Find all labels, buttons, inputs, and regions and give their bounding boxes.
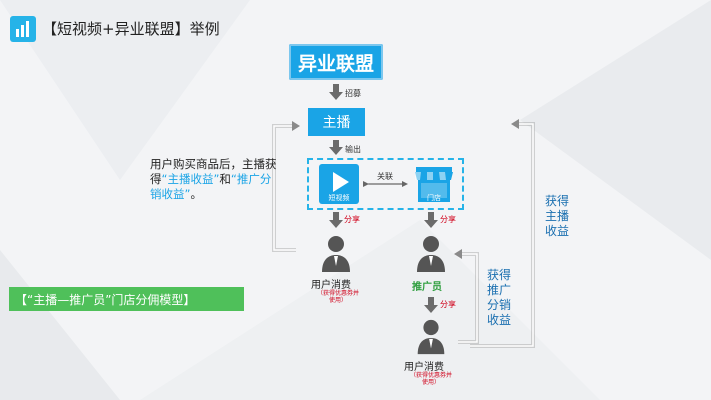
consumer-left-label: 用户消费 <box>311 280 351 291</box>
promoter-income-note: 获得推广分销收益 <box>487 268 512 327</box>
arrow-output <box>329 140 343 155</box>
promoter-icon <box>417 236 445 272</box>
anchor-income-note: 获得主播收益 <box>545 194 570 238</box>
short-video-node <box>319 164 359 204</box>
store-node <box>412 164 456 204</box>
coupon-note-left: （获得优惠券并使用） <box>316 290 359 304</box>
play-icon <box>333 172 349 192</box>
arrow-recruit <box>329 84 343 100</box>
distribution-income-highlight: “推广分销收益” <box>150 172 272 201</box>
user-icon <box>417 319 445 355</box>
page-title: 【短视频+异业联盟】举例 <box>42 20 220 38</box>
video-store-group <box>307 158 464 210</box>
linked-label: 关联 <box>377 172 393 181</box>
user-icon <box>322 236 350 272</box>
purchase-explanation: 用户购买商品后，主播获得“主播收益”和“推广分销收益”。 <box>150 157 280 202</box>
store-icon <box>415 167 453 202</box>
coupon-note-bottom: （获得优惠券并使用） <box>409 372 452 386</box>
share-label-left: 分享 <box>344 215 360 224</box>
model-label: 【“主播—推广员”门店分佣模型】 <box>9 287 244 311</box>
output-label: 输出 <box>345 145 361 154</box>
share-label-bottom: 分享 <box>440 300 456 309</box>
consumer-bottom-label: 用户消费 <box>404 362 444 373</box>
promoter-label: 推广员 <box>412 282 442 293</box>
arrow-share-right <box>424 212 438 228</box>
recruit-label: 招募 <box>345 89 361 98</box>
explanation-text: 用户购买商品后，主播获得 <box>150 157 277 186</box>
short-video-label: 短视频 <box>328 194 350 202</box>
share-label-right: 分享 <box>440 215 456 224</box>
explanation-end: 。 <box>190 187 202 201</box>
logo-icon <box>10 16 36 42</box>
store-label: 门店 <box>427 194 441 202</box>
anchor-income-highlight: “主播收益” <box>161 172 220 186</box>
arrow-share-bottom <box>424 297 438 313</box>
arrow-share-left <box>329 212 343 228</box>
small-right-loop <box>458 252 479 344</box>
anchor-node: 主播 <box>308 108 365 136</box>
explanation-and: 和 <box>219 172 231 186</box>
alliance-node: 异业联盟 <box>289 44 383 80</box>
